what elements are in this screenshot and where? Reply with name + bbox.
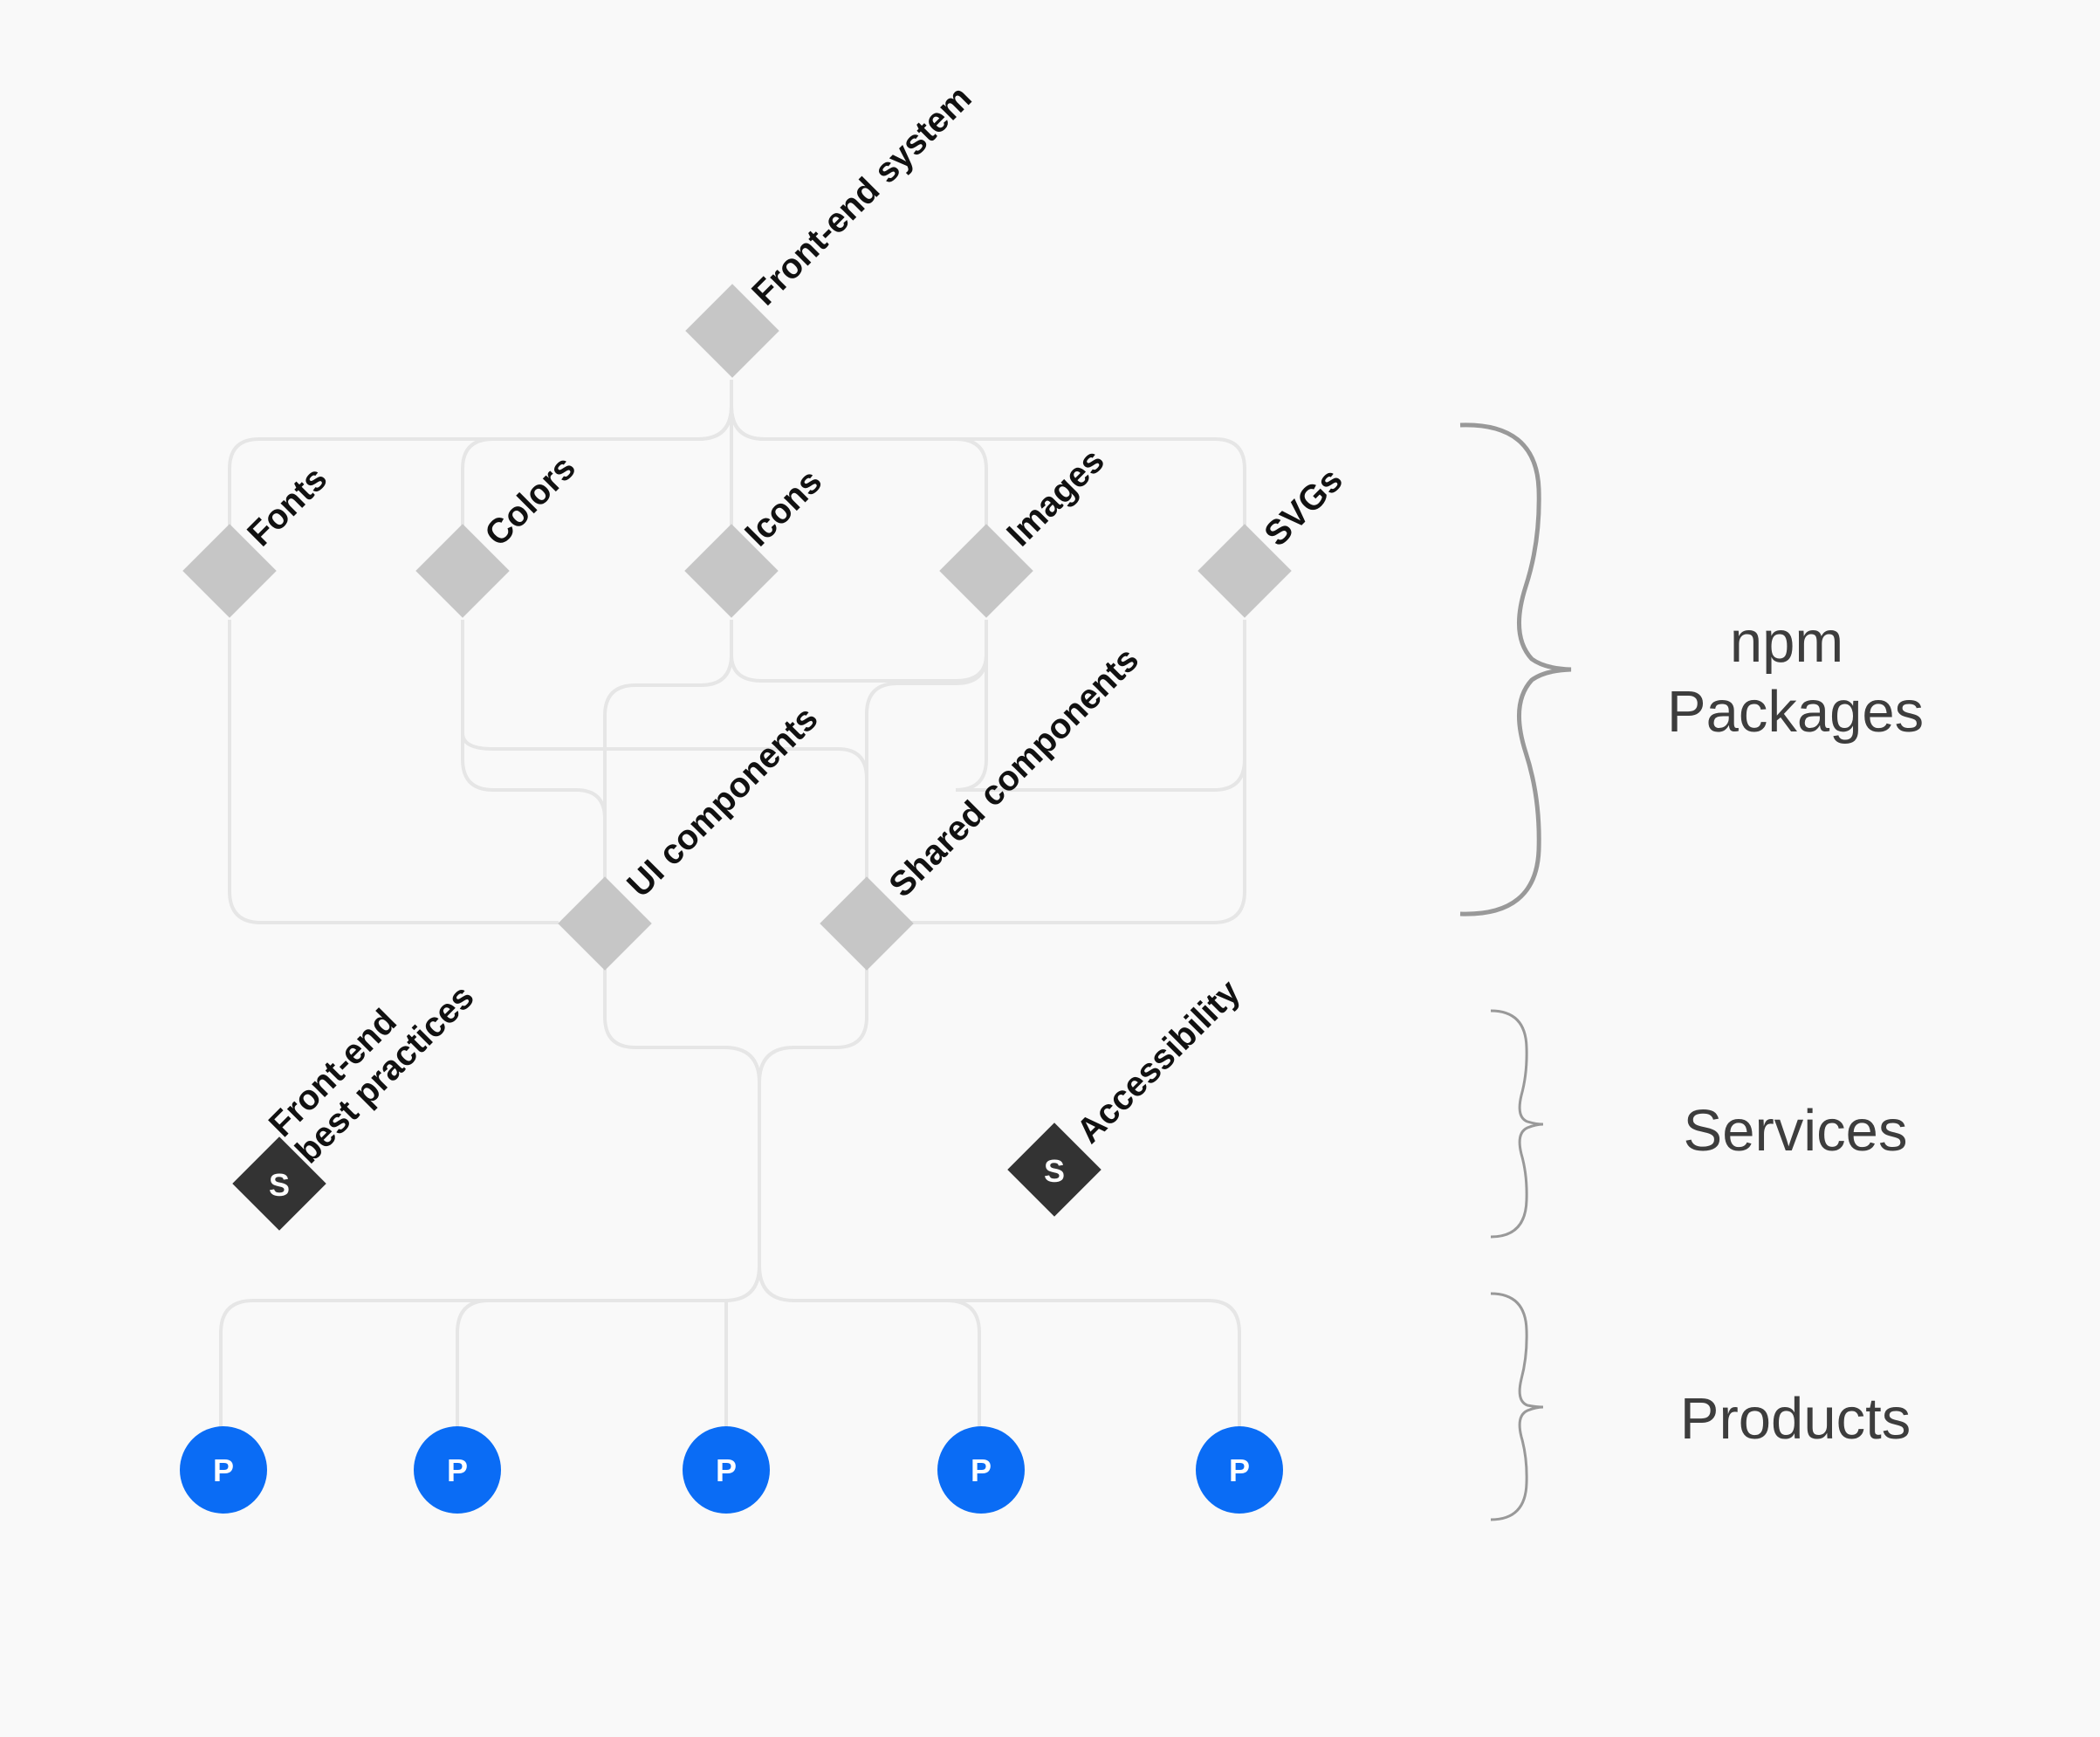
connector-colors-to-ui	[461, 620, 607, 895]
product-node-1[interactable]: P	[180, 1426, 267, 1514]
product-badge-letter: P	[1229, 1452, 1250, 1488]
brace-services	[1490, 1009, 1544, 1239]
connector-lines	[219, 380, 1246, 1431]
connector-top-to-svgs	[730, 405, 1246, 567]
node-icons[interactable]: Icons	[684, 462, 829, 618]
node-label-fonts: Fonts	[240, 459, 334, 553]
node-label-ui-components: UI components	[620, 699, 825, 904]
node-ui-components[interactable]: UI components	[558, 699, 826, 971]
service-accessibility[interactable]: S Accessibility	[1007, 972, 1248, 1217]
product-circle	[683, 1426, 770, 1514]
group-label-packages: Packages	[1667, 679, 1924, 745]
connector-top-to-colors	[461, 405, 733, 567]
connector-icons-to-ui	[603, 620, 733, 895]
node-label-front-end-system: Front-end system	[745, 79, 978, 312]
service-front-end-best-practices[interactable]: S Front-end best practices	[232, 951, 482, 1231]
connector-svgs-to-shared	[903, 759, 1246, 924]
connector-shared-to-trunk	[758, 969, 868, 1083]
package-diamond	[415, 524, 510, 618]
package-diamond	[685, 284, 779, 378]
group-label-products: Products	[1680, 1386, 1911, 1452]
product-circle	[414, 1426, 501, 1514]
connector-trunk-to-product-4	[758, 1265, 981, 1431]
package-diamond	[684, 524, 779, 618]
product-node-5[interactable]: P	[1196, 1426, 1283, 1514]
node-svgs[interactable]: SVGs	[1198, 461, 1350, 618]
service-label-accessibility: Accessibility	[1069, 972, 1248, 1151]
brace-products	[1490, 1292, 1544, 1521]
product-badge-letter: P	[213, 1452, 234, 1488]
group-label-npm: npm	[1730, 609, 1843, 675]
node-colors[interactable]: Colors	[415, 449, 583, 618]
product-node-2[interactable]: P	[414, 1426, 501, 1514]
node-label-images: Images	[999, 442, 1112, 554]
connector-trunk-to-product-1	[219, 1265, 761, 1431]
group-label-services: Services	[1684, 1098, 1908, 1164]
node-fonts[interactable]: Fonts	[182, 459, 334, 618]
service-badge-letter: S	[269, 1167, 290, 1203]
connector-icons-to-shared	[730, 620, 988, 683]
product-circle	[937, 1426, 1025, 1514]
product-node-4[interactable]: P	[937, 1426, 1025, 1514]
service-badge-letter: S	[1044, 1153, 1065, 1189]
connector-images-to-shared	[865, 654, 988, 895]
node-images[interactable]: Images	[939, 442, 1112, 618]
connector-fonts-to-ui	[228, 620, 559, 924]
package-diamond	[182, 524, 277, 618]
connector-trunk-to-product-5	[947, 1299, 1241, 1431]
product-node-3[interactable]: P	[683, 1426, 770, 1514]
node-label-svgs: SVGs	[1257, 461, 1350, 554]
product-badge-letter: P	[716, 1452, 737, 1488]
product-badge-letter: P	[447, 1452, 468, 1488]
node-label-icons: Icons	[738, 462, 829, 553]
node-label-colors: Colors	[477, 449, 583, 554]
connector-trunk-to-product-2	[456, 1299, 724, 1431]
service-label-front-end-best-practices: Front-end best practices	[262, 978, 482, 1171]
node-front-end-system[interactable]: Front-end system	[685, 79, 979, 378]
product-circle	[1196, 1426, 1283, 1514]
product-circle	[180, 1426, 267, 1514]
brace-npm-packages	[1459, 422, 1572, 917]
node-shared-components[interactable]: Shared components	[820, 640, 1146, 971]
product-badge-letter: P	[971, 1452, 992, 1488]
connector-ui-to-trunk	[603, 969, 761, 1083]
